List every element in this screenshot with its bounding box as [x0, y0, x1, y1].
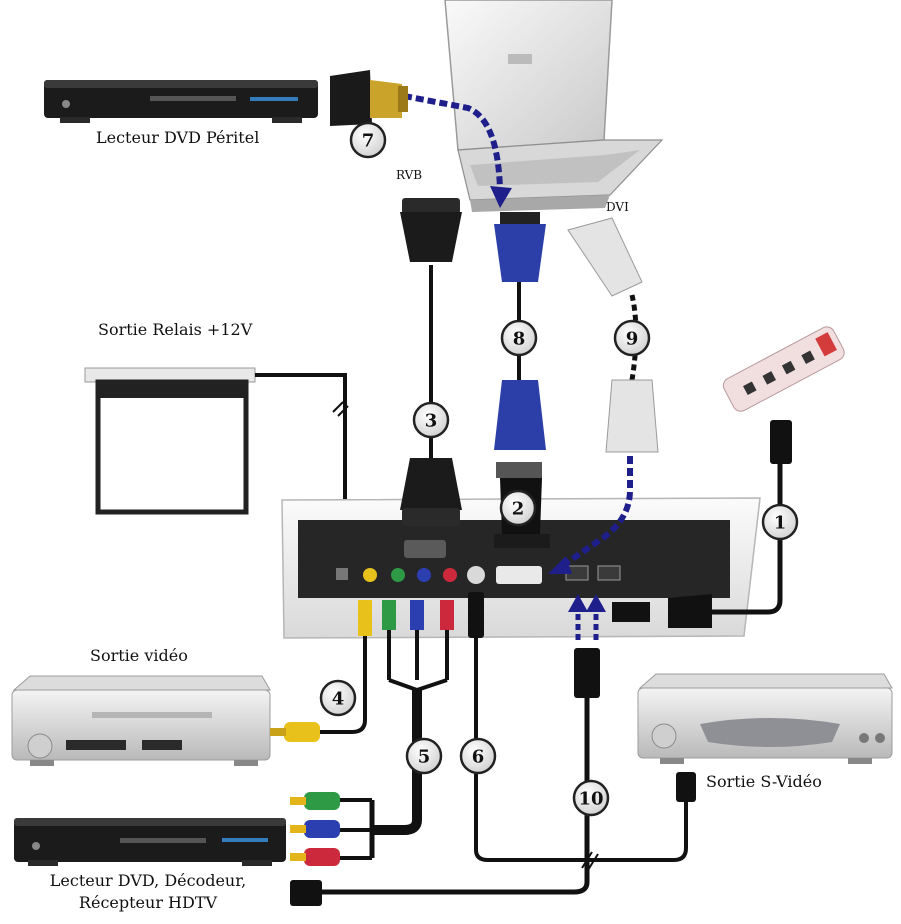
svideo-cable	[468, 592, 696, 871]
power-strip	[722, 326, 845, 412]
dvi-cable	[629, 294, 639, 381]
callout-number: 9	[626, 329, 639, 350]
projector	[281, 497, 761, 639]
label-svideo-out: Sortie S-Vidéo	[706, 772, 822, 791]
callout-number: 8	[513, 329, 526, 350]
callout-9: 9	[613, 319, 651, 357]
label-relais: Sortie Relais +12V	[98, 320, 253, 339]
callout-number: 5	[418, 747, 431, 768]
dashed-arrow-hdmi	[568, 594, 606, 640]
callout-number: 7	[362, 131, 375, 152]
motorized-screen	[84, 367, 256, 515]
callout-number: 2	[512, 499, 525, 520]
callout-5: 5	[405, 737, 443, 775]
dvd-peritel-player	[44, 80, 318, 123]
callout-number: 10	[578, 789, 603, 810]
label-dvd-decoder: Lecteur DVD, Décodeur, Récepteur HDTV	[28, 870, 268, 914]
dvd-decoder-player	[14, 818, 286, 866]
label-rvb: RVB	[396, 168, 423, 182]
hdmi-cable	[290, 648, 600, 906]
dashed-arrow-peritel-to-laptop	[403, 93, 512, 208]
power-cable	[712, 462, 783, 615]
callout-2: 2	[499, 489, 537, 527]
laptop	[444, 0, 664, 212]
callout-8: 8	[500, 319, 538, 357]
callout-4: 4	[319, 679, 357, 717]
callout-number: 1	[774, 513, 787, 534]
component-cable	[290, 600, 454, 866]
callout-bubbles: 1 2 3 4 5 6 7 8 9 10	[319, 121, 799, 817]
vga-connector-bottom	[400, 458, 462, 526]
dvi-connector-top	[567, 217, 643, 297]
callout-number: 3	[425, 411, 438, 432]
relay-cable	[255, 373, 347, 545]
dvi-connector-bottom	[605, 379, 659, 453]
callout-6: 6	[459, 737, 497, 775]
vga-blue-connector-bottom	[494, 380, 546, 450]
vga-connector-top	[400, 198, 462, 262]
vcr-svideo-source	[637, 673, 893, 764]
dashed-arrow-dvi-to-projector	[548, 456, 633, 574]
callout-number: 6	[472, 747, 485, 768]
scart-adapter	[330, 70, 408, 126]
composite-video-cable	[270, 600, 372, 742]
callout-3: 3	[412, 401, 450, 439]
vcr-video-source	[11, 675, 271, 766]
callout-1: 1	[761, 503, 799, 541]
vga-blue-connector-top	[494, 212, 546, 282]
callout-7: 7	[349, 121, 387, 159]
label-video-out: Sortie vidéo	[90, 646, 188, 665]
label-dvd-decoder-line2: Récepteur HDTV	[78, 893, 218, 912]
label-dvd-peritel: Lecteur DVD Péritel	[96, 128, 260, 147]
callout-number: 4	[332, 689, 345, 710]
label-dvd-decoder-line1: Lecteur DVD, Décodeur,	[49, 871, 247, 890]
label-dvi: DVI	[606, 200, 629, 214]
callout-10: 10	[572, 779, 610, 817]
